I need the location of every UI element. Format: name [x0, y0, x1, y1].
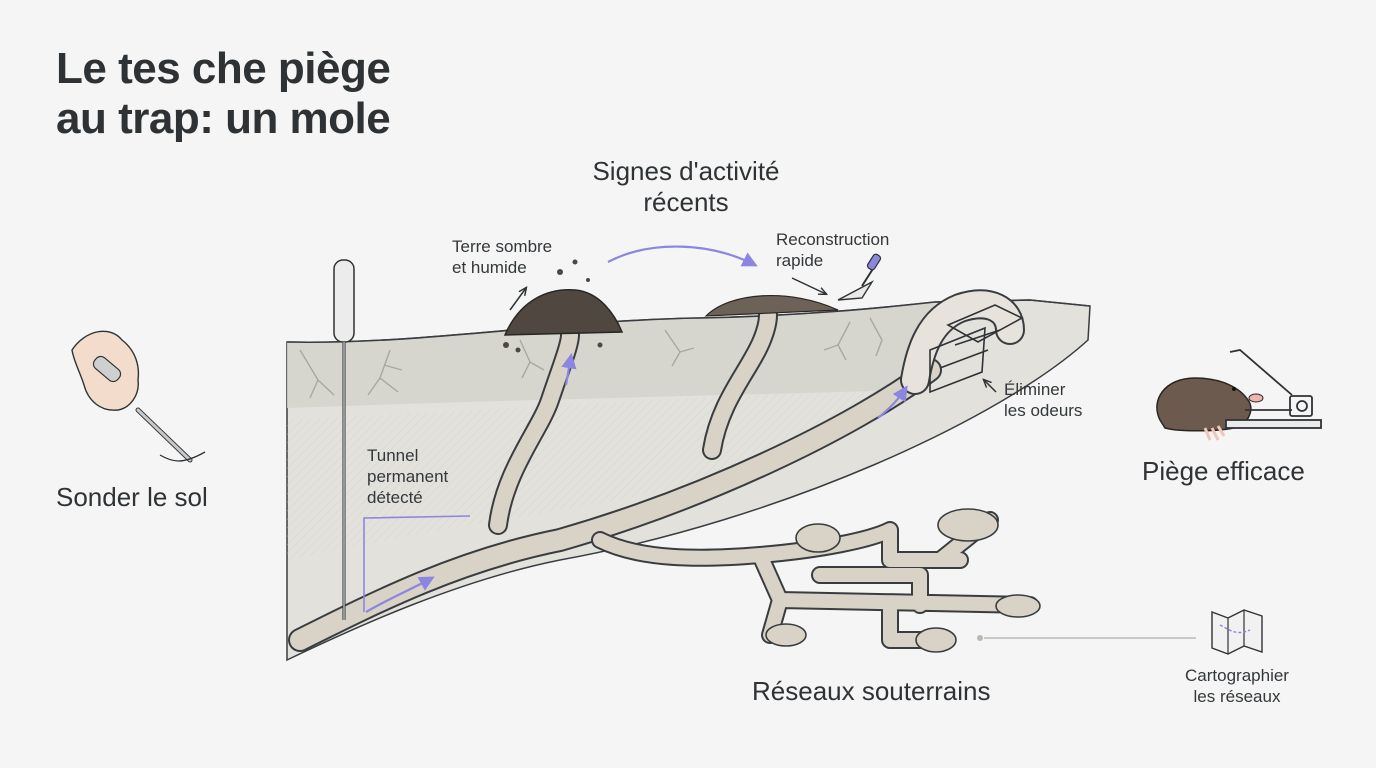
- networks-label: Réseaux souterrains: [752, 676, 991, 706]
- map-line-2: les réseaux: [1193, 687, 1281, 706]
- mole-icon: [1156, 377, 1264, 441]
- dark-soil-label: Terre sombre et humide: [452, 236, 552, 278]
- tunnel-line-3: détecté: [367, 488, 423, 507]
- tunnel-label: Tunnel permanent détecté: [367, 445, 448, 508]
- probe-soil-label: Sonder le sol: [56, 482, 208, 512]
- flow-arrows: [363, 245, 908, 613]
- hand-probe-icon: [71, 330, 206, 463]
- tunnel-line-2: permanent: [367, 467, 449, 486]
- rebuild-line-1: Reconstruction: [776, 230, 890, 249]
- map-icon: [1211, 609, 1263, 655]
- pointer-arrows: [509, 277, 997, 393]
- roots: [299, 317, 883, 399]
- rebuild-line-2: rapide: [776, 251, 824, 270]
- map-line-1: Cartographier: [1185, 666, 1289, 685]
- title-line-1: Le tes che piège: [56, 44, 391, 93]
- title-line-2: au trap: un mole: [56, 94, 391, 143]
- activity-heading: Signes d'activité récents: [568, 156, 804, 218]
- activity-heading-line-2: récents: [643, 187, 729, 217]
- remove-odor-label: Éliminer les odeurs: [1004, 379, 1082, 421]
- wire-trap-icon: [929, 304, 1024, 394]
- effective-trap-label: Piège efficace: [1142, 456, 1305, 486]
- underground-networks: [591, 508, 1041, 653]
- spring-trap-icon: [1225, 349, 1322, 429]
- trowel-icon: [837, 253, 882, 301]
- activity-heading-line-1: Signes d'activité: [592, 156, 780, 186]
- rebuilt-mound-icon: [704, 294, 839, 317]
- molehill-icon: [503, 259, 624, 353]
- remove-odor-line-2: les odeurs: [1004, 401, 1083, 420]
- tunnel-network: [288, 289, 1025, 652]
- rebuild-label: Reconstruction rapide: [776, 229, 889, 271]
- dark-soil-line-2: et humide: [452, 258, 527, 277]
- map-connector: [977, 635, 1196, 641]
- soil-probe-icon: [333, 259, 355, 620]
- dark-soil-line-1: Terre sombre: [452, 237, 553, 256]
- remove-odor-line-1: Éliminer: [1004, 380, 1066, 399]
- tunnel-line-1: Tunnel: [367, 446, 419, 465]
- page-title: Le tes che piège au trap: un mole: [56, 44, 391, 144]
- map-networks-label: Cartographier les réseaux: [1172, 665, 1302, 707]
